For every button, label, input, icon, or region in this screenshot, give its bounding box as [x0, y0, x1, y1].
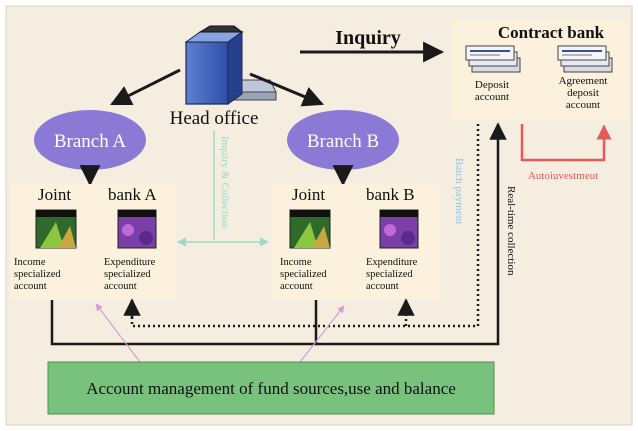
head-office-to-branch-a-arrow: [110, 68, 181, 106]
deposit-account-label-2: account: [475, 91, 509, 103]
branch-a-ellipse: [34, 110, 146, 170]
inquiry-label: Inquiry: [335, 27, 401, 49]
joint-bank-b-joint-label: Joint: [292, 185, 325, 204]
contract-bank-title: Contract bank: [498, 23, 605, 42]
deposit-account-label-1: Deposit: [475, 79, 509, 91]
branch-b-ellipse: [287, 110, 399, 170]
agreement-deposit-label-1: Agreement: [559, 75, 608, 87]
expenditure-account-b-image: [379, 209, 419, 249]
agreement-deposit-account-icon: [557, 45, 613, 73]
income-account-b-label-1: Income: [280, 257, 312, 268]
account-management-box: [47, 361, 495, 415]
expenditure-account-b-label-1: Expenditure: [366, 257, 418, 268]
income-account-a-label-3: account: [14, 281, 47, 292]
management-to-bank-a-arrow: [95, 303, 141, 363]
management-to-bank-b-arrow: [299, 305, 345, 363]
joint-bank-a-bank-label: bank A: [108, 185, 157, 204]
joint-bank-b-bank-label: bank B: [366, 185, 415, 204]
agreement-deposit-label-2: deposit: [567, 87, 599, 99]
expenditure-account-a-label-3: account: [104, 281, 137, 292]
income-account-b-label-3: account: [280, 281, 313, 292]
income-account-a-label-2: specialized: [14, 269, 61, 280]
expenditure-account-a-label-1: Expenditure: [104, 257, 156, 268]
branch-a-label: Branch A: [54, 131, 127, 152]
income-account-b-image: [289, 209, 331, 249]
autoinvestment-arrow: [520, 124, 612, 162]
inquiry-collection-label: Inquiry & Collection: [219, 136, 231, 229]
income-account-a-image: [35, 209, 77, 249]
agreement-deposit-label-3: account: [566, 99, 600, 111]
income-account-a-label-1: Income: [14, 257, 46, 268]
expenditure-account-b-label-3: account: [366, 281, 399, 292]
expenditure-account-a-label-2: specialized: [104, 269, 151, 280]
batch-payment-label: Batch payment: [453, 158, 465, 224]
deposit-account-icon: [465, 45, 521, 73]
branch-b-label: Branch B: [307, 131, 379, 152]
account-management-label: Account management of fund sources,use a…: [86, 379, 456, 398]
expenditure-account-a-image: [117, 209, 157, 249]
expenditure-account-b-label-2: specialized: [366, 269, 413, 280]
head-office-building-icon: [184, 25, 277, 105]
income-account-b-label-2: specialized: [280, 269, 327, 280]
head-office-label: Head office: [170, 108, 259, 129]
realtime-collection-arrow: [50, 122, 507, 346]
joint-bank-a-joint-label: Joint: [38, 185, 71, 204]
realtime-collection-label: Real-time collection: [505, 186, 517, 276]
autoinvestment-label: Autoiuvestmeut: [528, 170, 598, 182]
head-office-to-branch-b-arrow: [249, 72, 324, 107]
